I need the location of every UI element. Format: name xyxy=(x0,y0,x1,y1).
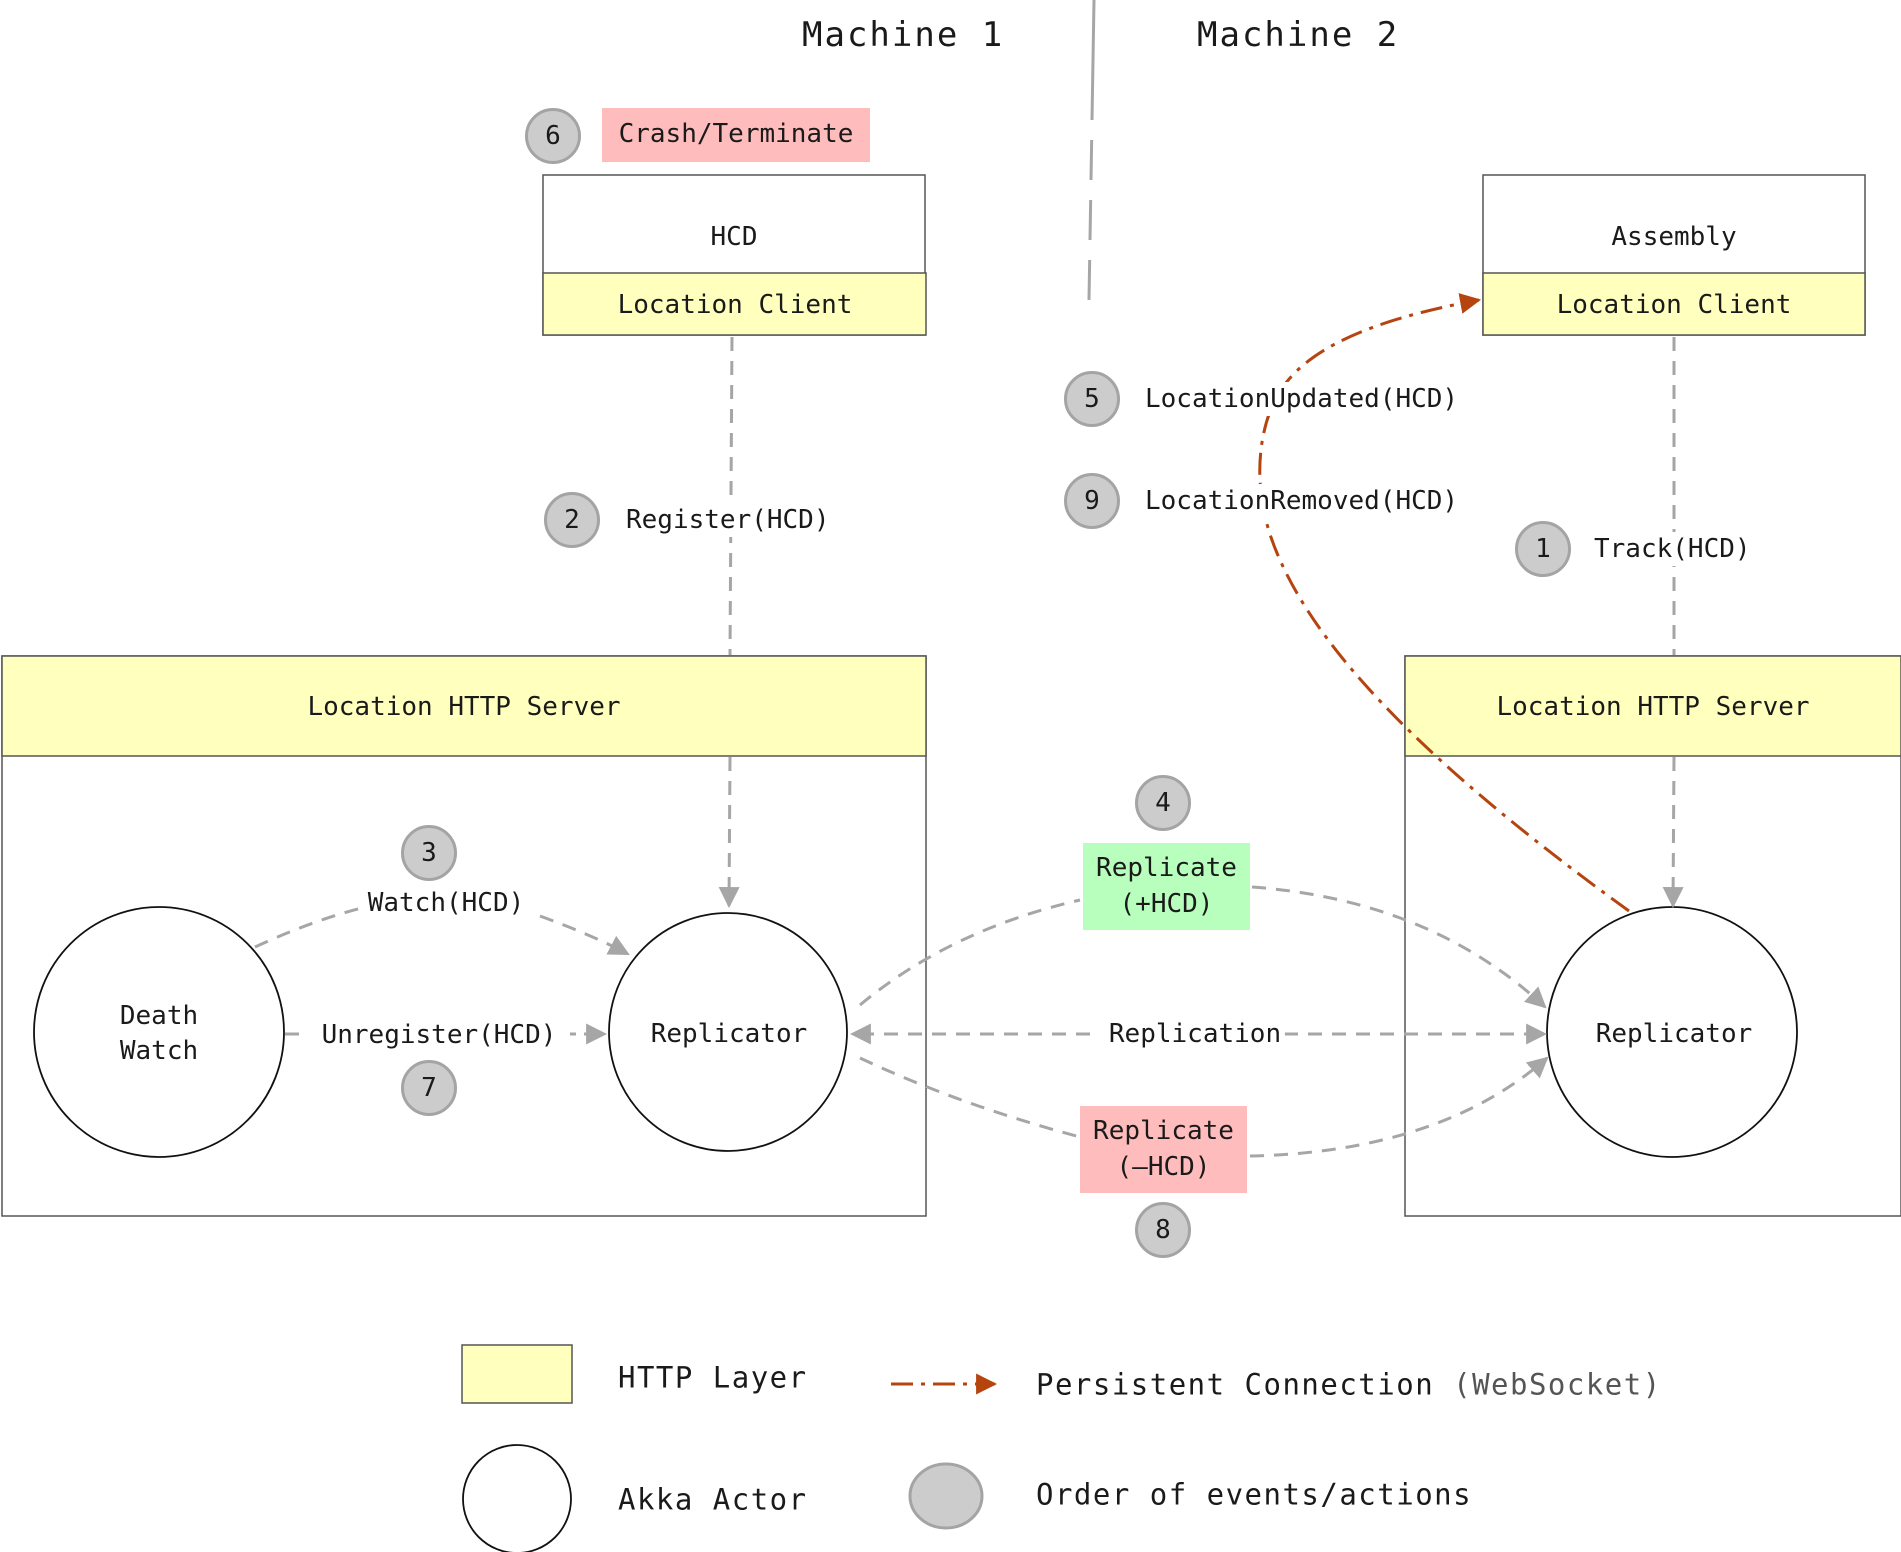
assembly-title: Assembly xyxy=(1611,222,1737,252)
replicator-right-label: Replicator xyxy=(1595,1019,1753,1049)
server-right-title: Location HTTP Server xyxy=(1496,692,1810,722)
replicate-remove-arrow xyxy=(859,1058,1547,1158)
death-watch-actor xyxy=(33,906,285,1158)
event-4-badge: 4 xyxy=(1135,775,1191,831)
legend-order-label: Order of events/actions xyxy=(1036,1477,1473,1512)
machine-1-title: Machine 1 xyxy=(802,15,1005,55)
server-left-title: Location HTTP Server xyxy=(307,692,621,722)
event-8-badge: 8 xyxy=(1135,1202,1191,1258)
replicator-left-label: Replicator xyxy=(650,1019,808,1049)
location-removed-label: LocationRemoved(HCD) xyxy=(1143,484,1461,518)
legend-akka-actor-label: Akka Actor xyxy=(618,1482,808,1517)
watch-label: Watch(HCD) xyxy=(365,888,527,918)
legend-order-swatch xyxy=(908,1462,984,1530)
legend-persistent-connection-text: Persistent Connection xyxy=(1036,1367,1435,1402)
replicate-add-tag: Replicate (+HCD) xyxy=(1083,843,1250,930)
event-6-badge: 6 xyxy=(525,108,581,164)
event-1-badge: 1 xyxy=(1515,521,1571,577)
register-connector xyxy=(728,336,734,656)
crash-terminate-tag: Crash/Terminate xyxy=(602,108,870,162)
machine-divider xyxy=(1087,0,1096,301)
legend-actor-swatch xyxy=(462,1444,572,1552)
event-7-badge: 7 xyxy=(401,1060,457,1116)
register-label: Register(HCD) xyxy=(624,503,832,537)
legend-persistent-connection-detail: (WebSocket) xyxy=(1453,1367,1662,1402)
death-watch-label: Death Watch xyxy=(119,1000,199,1066)
replicate-add-arrow xyxy=(859,885,1545,1007)
replication-label: Replication xyxy=(1104,1019,1286,1049)
assembly-location-client-label: Location Client xyxy=(1556,290,1792,320)
event-9-badge: 9 xyxy=(1064,473,1120,529)
watch-arrow xyxy=(254,904,628,954)
track-label: Track(HCD) xyxy=(1592,532,1753,566)
hcd-location-client-box xyxy=(542,272,927,336)
register-arrow xyxy=(718,756,740,909)
machine-2-title: Machine 2 xyxy=(1197,15,1400,55)
replicator-left-actor xyxy=(608,912,848,1152)
event-5-badge: 5 xyxy=(1064,371,1120,427)
server-left-header xyxy=(1,655,927,757)
event-2-badge: 2 xyxy=(544,492,600,548)
legend-http-layer-swatch xyxy=(461,1344,573,1404)
hcd-location-client-label: Location Client xyxy=(617,290,853,320)
replicate-remove-tag: Replicate (—HCD) xyxy=(1080,1106,1247,1193)
hcd-title: HCD xyxy=(710,222,758,252)
legend-http-layer-label: HTTP Layer xyxy=(618,1360,808,1395)
track-arrow xyxy=(1662,756,1684,909)
server-right-header xyxy=(1404,655,1901,757)
location-updated-label: LocationUpdated(HCD) xyxy=(1143,382,1461,416)
legend-persistent-connection-label: Persistent Connection (WebSocket) xyxy=(1036,1367,1662,1402)
event-3-badge: 3 xyxy=(401,825,457,881)
assembly-location-client-box xyxy=(1482,272,1866,336)
unregister-label: Unregister(HCD) xyxy=(319,1020,559,1050)
